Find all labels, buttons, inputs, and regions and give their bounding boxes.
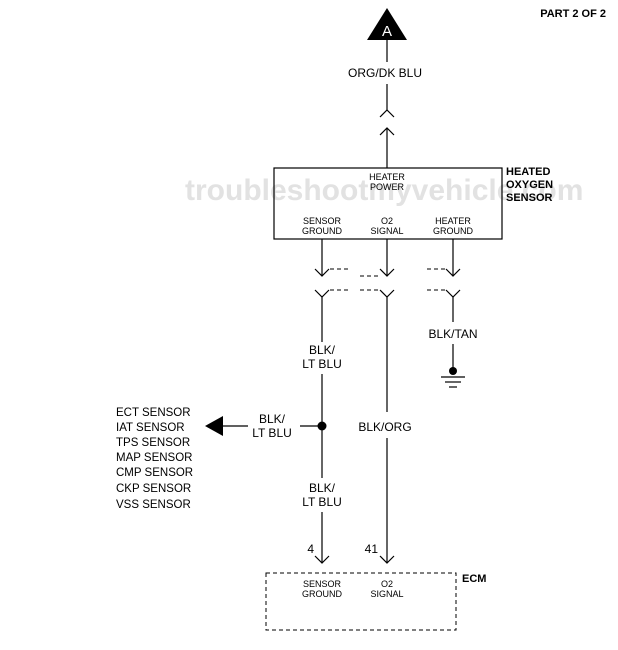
heater-power-label-1: HEATER xyxy=(369,172,405,182)
ecm-pin-o2-signal: 41 xyxy=(365,542,379,556)
ecm-sensor-ground-label-1: SENSOR xyxy=(303,579,342,589)
shared-sensor-item: IAT SENSOR xyxy=(116,422,185,434)
hos-sensor-ground-label-2: GROUND xyxy=(302,226,342,236)
hos-o2-signal-label-1: O2 xyxy=(381,216,393,226)
sensor-connector-pins xyxy=(314,239,461,298)
splice-branch-color-2: LT BLU xyxy=(252,426,292,440)
ecm-pin-sensor-ground: 4 xyxy=(307,542,314,556)
hos-name-line3: SENSOR xyxy=(506,192,553,204)
sensor-ground-wire-color-lower-2: LT BLU xyxy=(302,495,342,509)
ecm-o2-signal-label-2: SIGNAL xyxy=(370,589,403,599)
heater-power-label-2: POWER xyxy=(370,182,405,192)
shared-sensor-item: ECT SENSOR xyxy=(116,407,191,419)
shared-sensor-item: VSS SENSOR xyxy=(116,499,191,511)
hos-sensor-ground-label-1: SENSOR xyxy=(303,216,342,226)
top-wire-color: ORG/DK BLU xyxy=(348,66,422,80)
splice-branch-color-1: BLK/ xyxy=(259,412,286,426)
hos-name-line1: HEATED xyxy=(506,166,550,178)
shared-sensor-item: MAP SENSOR xyxy=(116,452,192,464)
shared-sensor-item: CKP SENSOR xyxy=(116,483,191,495)
hos-name-line2: OXYGEN xyxy=(506,179,553,191)
connector-a-label: A xyxy=(382,23,392,40)
connector-a-triangle-icon xyxy=(367,8,407,40)
ecm-sensor-ground-label-2: GROUND xyxy=(302,589,342,599)
ground-symbol-icon xyxy=(441,376,465,388)
ground-node xyxy=(449,367,457,375)
sensor-ground-wire-color-lower-1: BLK/ xyxy=(309,481,336,495)
ecm-name: ECM xyxy=(462,573,486,585)
part-label: PART 2 OF 2 xyxy=(540,8,606,20)
heated-oxygen-sensor-box xyxy=(273,167,503,240)
heater-ground-wire-color: BLK/TAN xyxy=(428,327,477,341)
shared-sensor-item: TPS SENSOR xyxy=(116,437,190,449)
sensor-ground-wire-color-upper-2: LT BLU xyxy=(302,357,342,371)
watermark: troubleshootmyvehicle.com xyxy=(185,174,583,207)
connector-chevron-upper xyxy=(379,109,395,118)
shared-sensor-list: ECT SENSOR IAT SENSOR TPS SENSOR MAP SEN… xyxy=(116,407,193,511)
shared-sensor-item: CMP SENSOR xyxy=(116,467,193,479)
ecm-o2-signal-label-1: O2 xyxy=(381,579,393,589)
sensor-ground-wire-color-upper-1: BLK/ xyxy=(309,343,336,357)
hos-heater-ground-label-2: GROUND xyxy=(433,226,473,236)
ecm-box xyxy=(265,572,457,631)
ecm-pin4-chevron xyxy=(314,555,330,564)
hos-heater-ground-label-1: HEATER xyxy=(435,216,471,226)
arrow-left-icon xyxy=(205,416,223,436)
o2-signal-wire-color: BLK/ORG xyxy=(358,420,411,434)
ecm-pin41-chevron xyxy=(379,555,395,564)
hos-o2-signal-label-2: SIGNAL xyxy=(370,226,403,236)
